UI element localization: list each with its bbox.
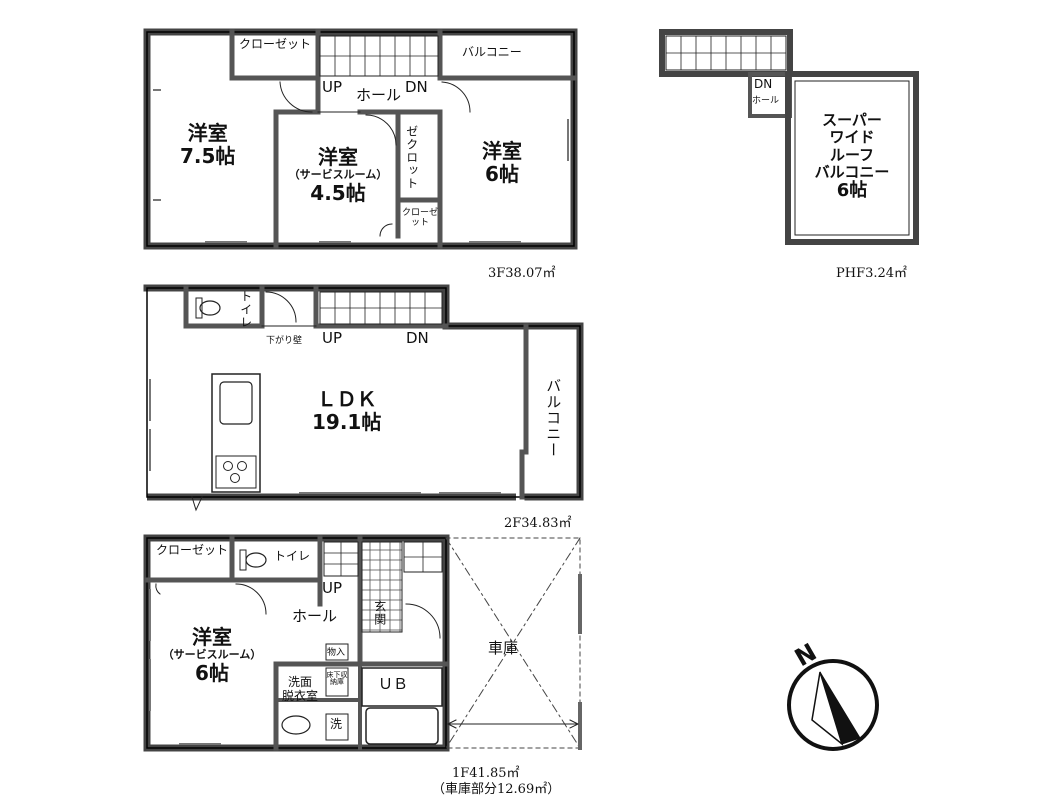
floor1-ub: ＵＢ [378, 675, 409, 693]
floor1-garage: 車庫 [488, 639, 519, 657]
ph-roof-balcony: スーパー ワイド ルーフ バルコニー 6帖 [800, 111, 904, 202]
floor1-entrance: 玄関 [372, 600, 387, 626]
floor3-up: UP [322, 78, 343, 96]
floor2-walls [143, 284, 584, 512]
roof-line: バルコニー [814, 162, 890, 181]
wash-line: 洗面 [288, 675, 313, 689]
wash-line: 脱衣室 [282, 688, 319, 703]
floor1-room: 洋室 （サービスルーム） 6帖 [156, 626, 268, 685]
floor3-dn: DN [405, 78, 428, 96]
floor1-hall: ホール [292, 607, 338, 625]
floor3-balcony: バルコニー [462, 45, 522, 59]
room-sub: （サービスルーム） [288, 168, 388, 181]
room-name: 洋室 [192, 625, 232, 649]
floor3-room-a: 洋室 7.5帖 [180, 122, 235, 168]
ph-hall: ホール [752, 96, 780, 106]
roof-size: 6帖 [836, 180, 868, 201]
ldk-name: ＬＤＫ [316, 387, 377, 411]
ldk-size: 19.1帖 [312, 410, 382, 434]
floor3-closet-mid: ゼクロット [404, 124, 419, 190]
ph-walls [659, 29, 919, 245]
floor3-area: 3F38.07㎡ [488, 266, 556, 281]
garage-outline [445, 537, 582, 750]
room-name: 洋室 [318, 145, 358, 169]
floor1-up: UP [322, 579, 343, 597]
floor2-area: 2F34.83㎡ [504, 516, 572, 531]
floor1-garage-note: （車庫部分12.69㎡） [432, 782, 561, 797]
floor1-underfloor: 床下収納庫 [326, 671, 348, 686]
floor3-closet-small: クローゼット [402, 208, 439, 229]
room-size: 6帖 [485, 162, 519, 186]
floor2-dn: DN [406, 329, 429, 347]
room-size: 4.5帖 [310, 180, 366, 205]
floor2-up: UP [322, 329, 343, 347]
floor1-storage: 物入 [327, 648, 346, 658]
room-size: 7.5帖 [180, 144, 236, 168]
floor3-room-c: 洋室 6帖 [482, 140, 522, 186]
floor1-area: 1F41.85㎡ [452, 766, 520, 781]
floor3-closet-top: クローゼット [238, 37, 311, 51]
floor1-washer: 洗 [330, 717, 343, 731]
floor2-sagari: 下がり壁 [266, 336, 303, 346]
roof-line: スーパー [822, 111, 882, 129]
floor3-hall: ホール [356, 86, 402, 104]
floor3-room-b: 洋室 （サービスルーム） 4.5帖 [284, 146, 392, 205]
compass-rose [787, 659, 879, 751]
floor1-wash: 洗面 脱衣室 [282, 675, 319, 704]
room-name: 洋室 [482, 139, 522, 163]
floor2-balcony: バルコニー [544, 378, 563, 458]
room-name: 洋室 [187, 121, 228, 145]
roof-line: ルーフ [829, 145, 875, 164]
room-sub: （サービスルーム） [162, 648, 262, 661]
floor2-ldk: ＬＤＫ 19.1帖 [312, 388, 381, 434]
floor2-toilet: トイレ [238, 290, 253, 329]
ph-dn: DN [754, 77, 773, 91]
floor1-walls [143, 534, 450, 752]
floor1-toilet: トイレ [274, 549, 311, 563]
ph-area: PHF3.24㎡ [836, 266, 908, 281]
roof-line: ワイド [829, 128, 875, 147]
floor3-walls [143, 28, 578, 250]
room-size: 6帖 [195, 660, 229, 685]
floor1-closet: クローゼット [156, 543, 229, 557]
